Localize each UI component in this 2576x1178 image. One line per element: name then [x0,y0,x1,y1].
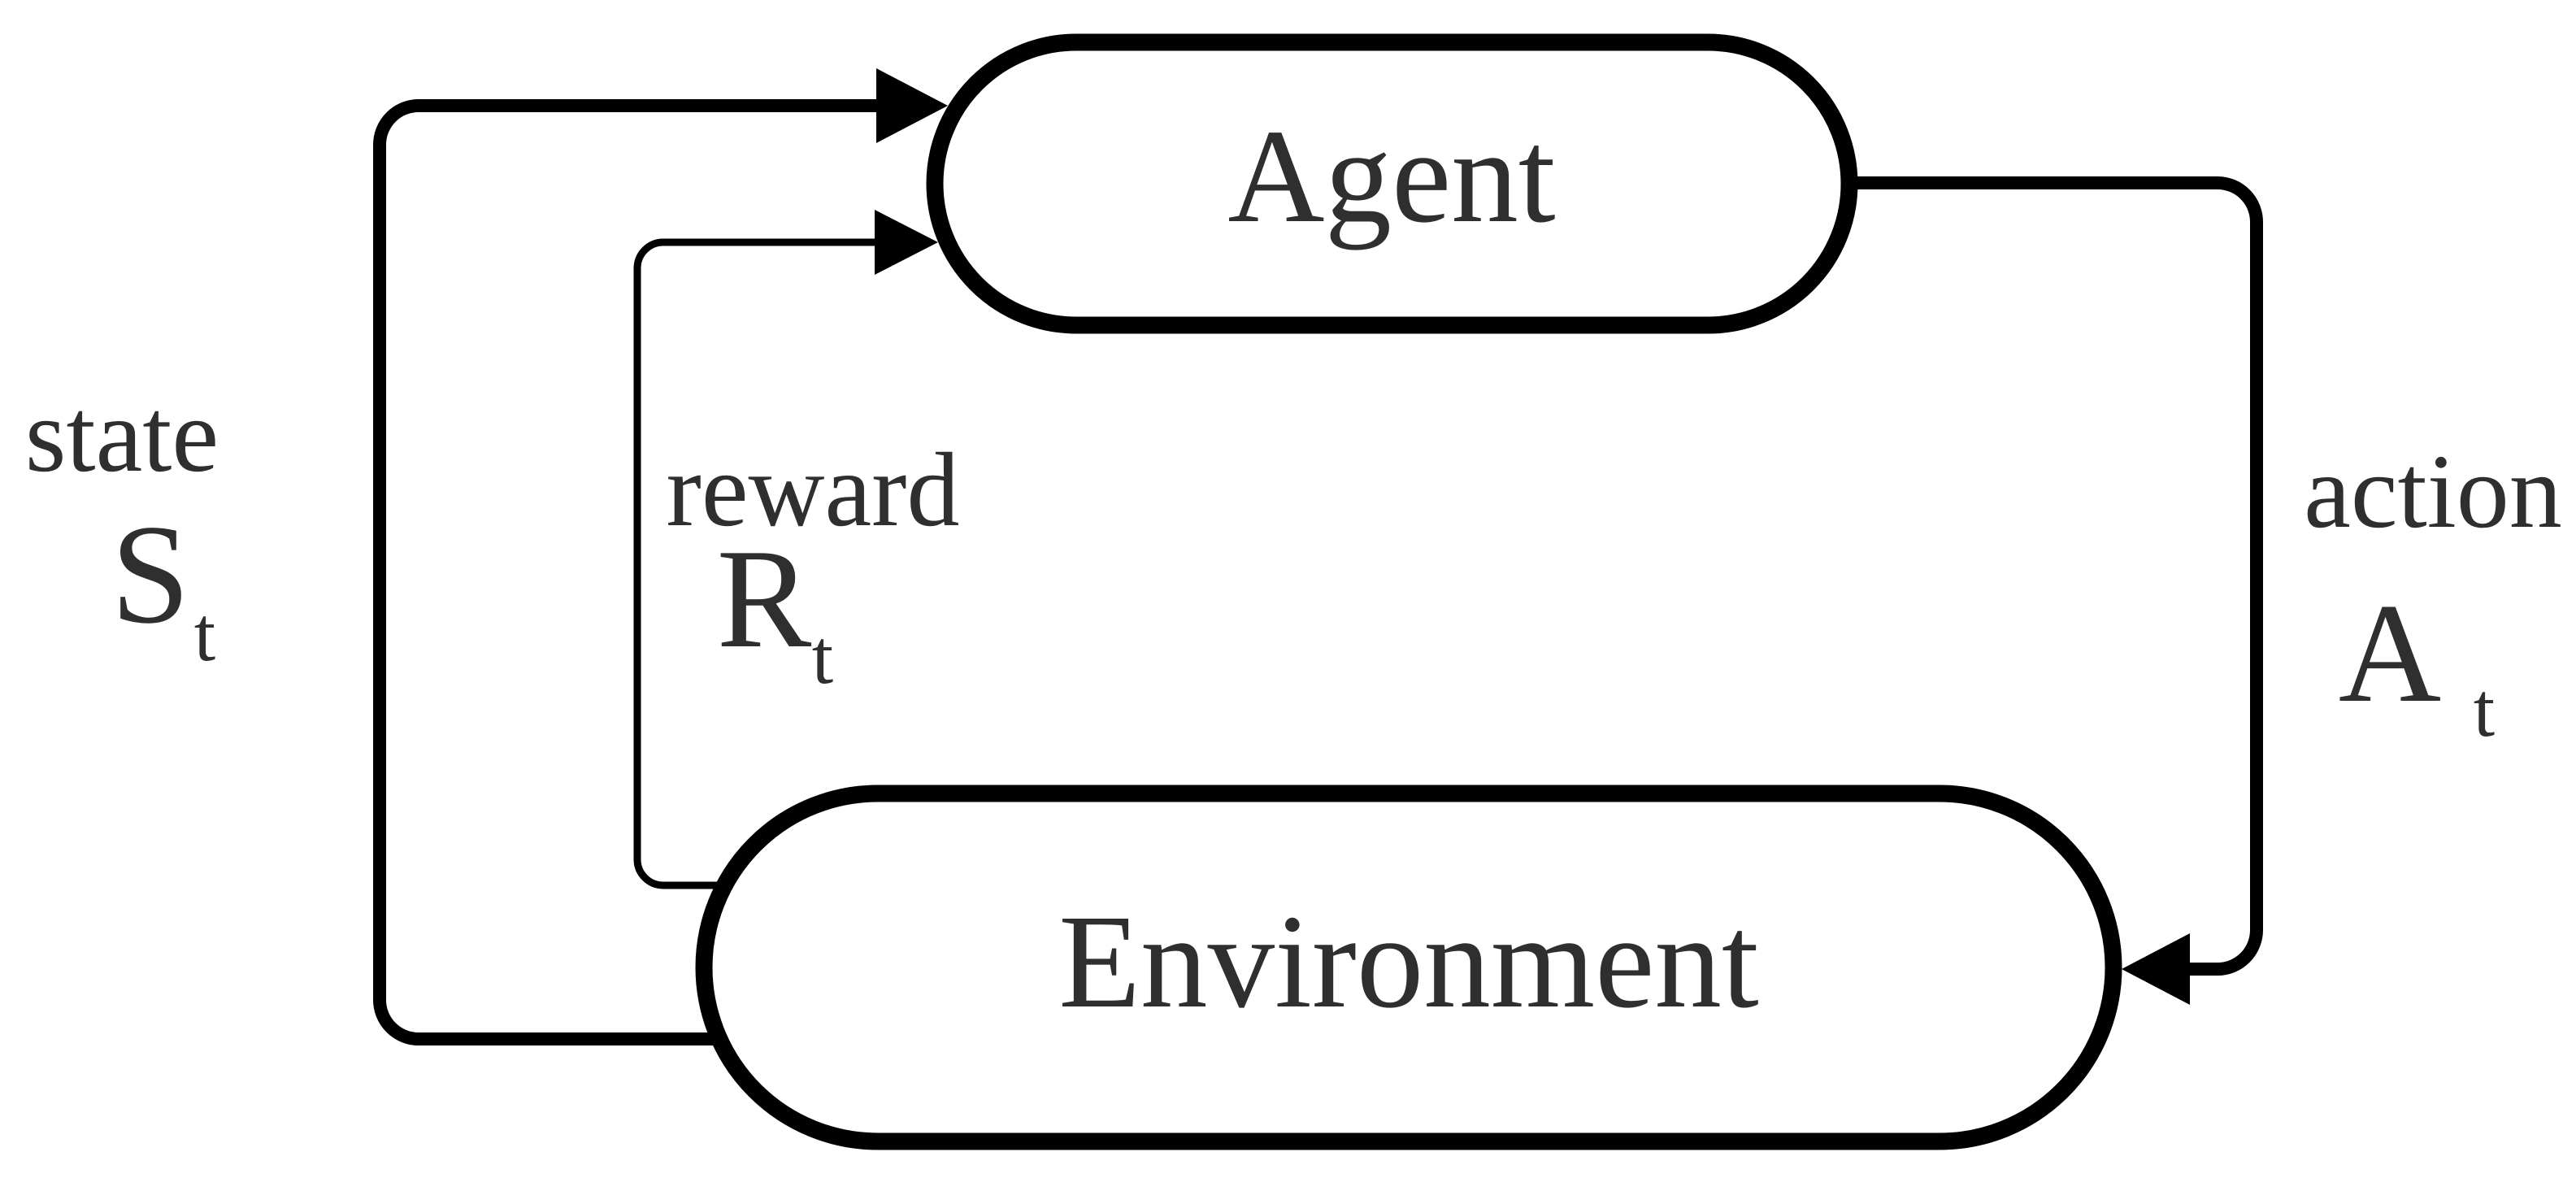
state-edge-subscript: t [194,591,215,677]
state-loop-line [373,99,886,1045]
reward-loop-line [633,238,882,889]
reward-edge-label: reward [667,432,960,549]
action-arrowhead-icon [2122,933,2190,1005]
reward-arrowhead-icon [875,210,938,275]
environment-node-label: Environment [1058,887,1759,1036]
state-arrowhead-icon [876,68,948,143]
reward-edge-subscript: t [812,614,833,700]
state-edge-symbol: S [111,495,189,653]
agent-node-shape [926,33,1858,334]
action-edge-subscript: t [2474,667,2495,753]
reward-edge-symbol: R [717,519,812,677]
agent-node-label: Agent [1227,102,1555,250]
action-loop-line [1857,176,2263,976]
action-edge-symbol: A [2339,574,2441,732]
action-edge-label: action [2304,433,2562,550]
state-edge-label: state [25,377,219,494]
environment-node-shape [695,785,2122,1150]
